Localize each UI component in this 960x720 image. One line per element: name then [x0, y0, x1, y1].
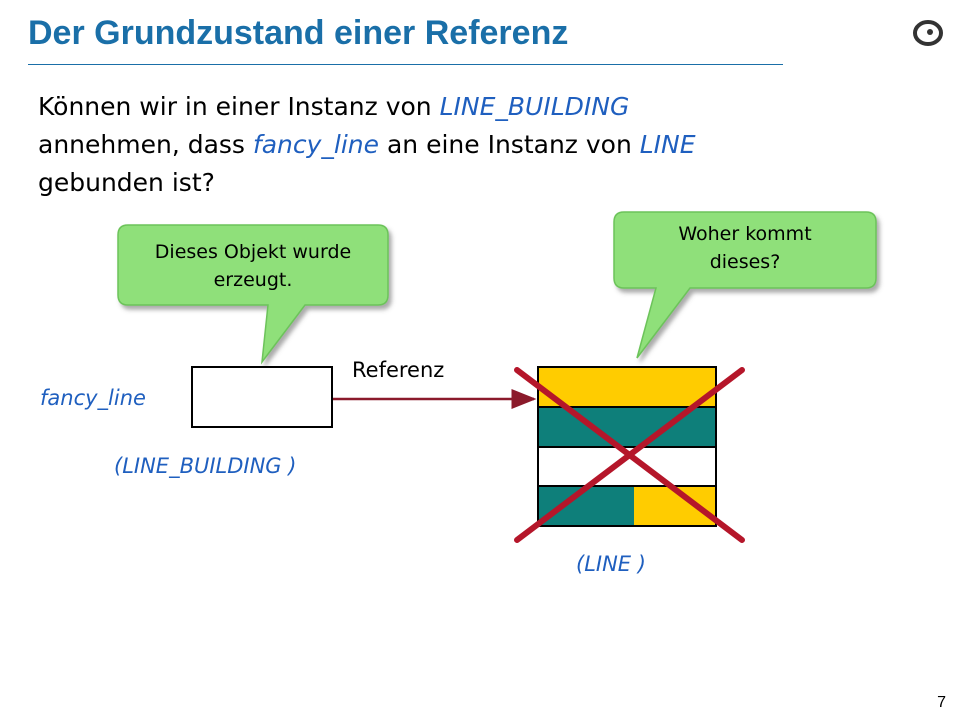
page-number: 7 — [937, 694, 946, 711]
question-part-2: annehmen, dass — [38, 130, 253, 159]
title-divider — [28, 64, 783, 65]
bubble-right-line-1: Woher kommt — [678, 223, 812, 245]
cross-out-icon — [514, 367, 745, 543]
speech-bubble-left-text: Dieses Objekt wurde erzeugt. — [118, 238, 388, 294]
logo-icon — [913, 20, 943, 46]
page-title: Der Grundzustand einer Referenz — [28, 14, 569, 52]
bubble-right-line-2: dieses? — [709, 251, 781, 273]
object-type-line-building: (LINE_BUILDING ) — [114, 454, 297, 478]
question-text: Können wir in einer Instanz von LINE_BUI… — [38, 88, 878, 202]
speech-bubble-right-text: Woher kommt dieses? — [614, 220, 876, 276]
line-building-object-box — [191, 366, 333, 428]
class-name-line-building: LINE_BUILDING — [439, 92, 630, 121]
question-part-1: Können wir in einer Instanz von — [38, 92, 440, 121]
speech-bubble-right — [613, 211, 877, 359]
line-field-1 — [538, 367, 716, 407]
feature-name-fancy-line: fancy_line — [252, 130, 380, 159]
bubble-left-line-2: erzeugt. — [213, 269, 293, 291]
object-type-line: (LINE ) — [576, 552, 646, 576]
bubble-left-line-1: Dieses Objekt wurde — [154, 241, 352, 263]
class-name-line: LINE — [639, 130, 696, 159]
speech-bubble-left — [117, 224, 389, 365]
question-part-3: an eine Instanz von — [379, 130, 640, 159]
question-part-4: gebunden ist? — [38, 168, 215, 197]
field-label-fancy-line: fancy_line — [40, 386, 146, 410]
reference-label: Referenz — [352, 358, 445, 382]
line-field-4a — [538, 486, 634, 526]
